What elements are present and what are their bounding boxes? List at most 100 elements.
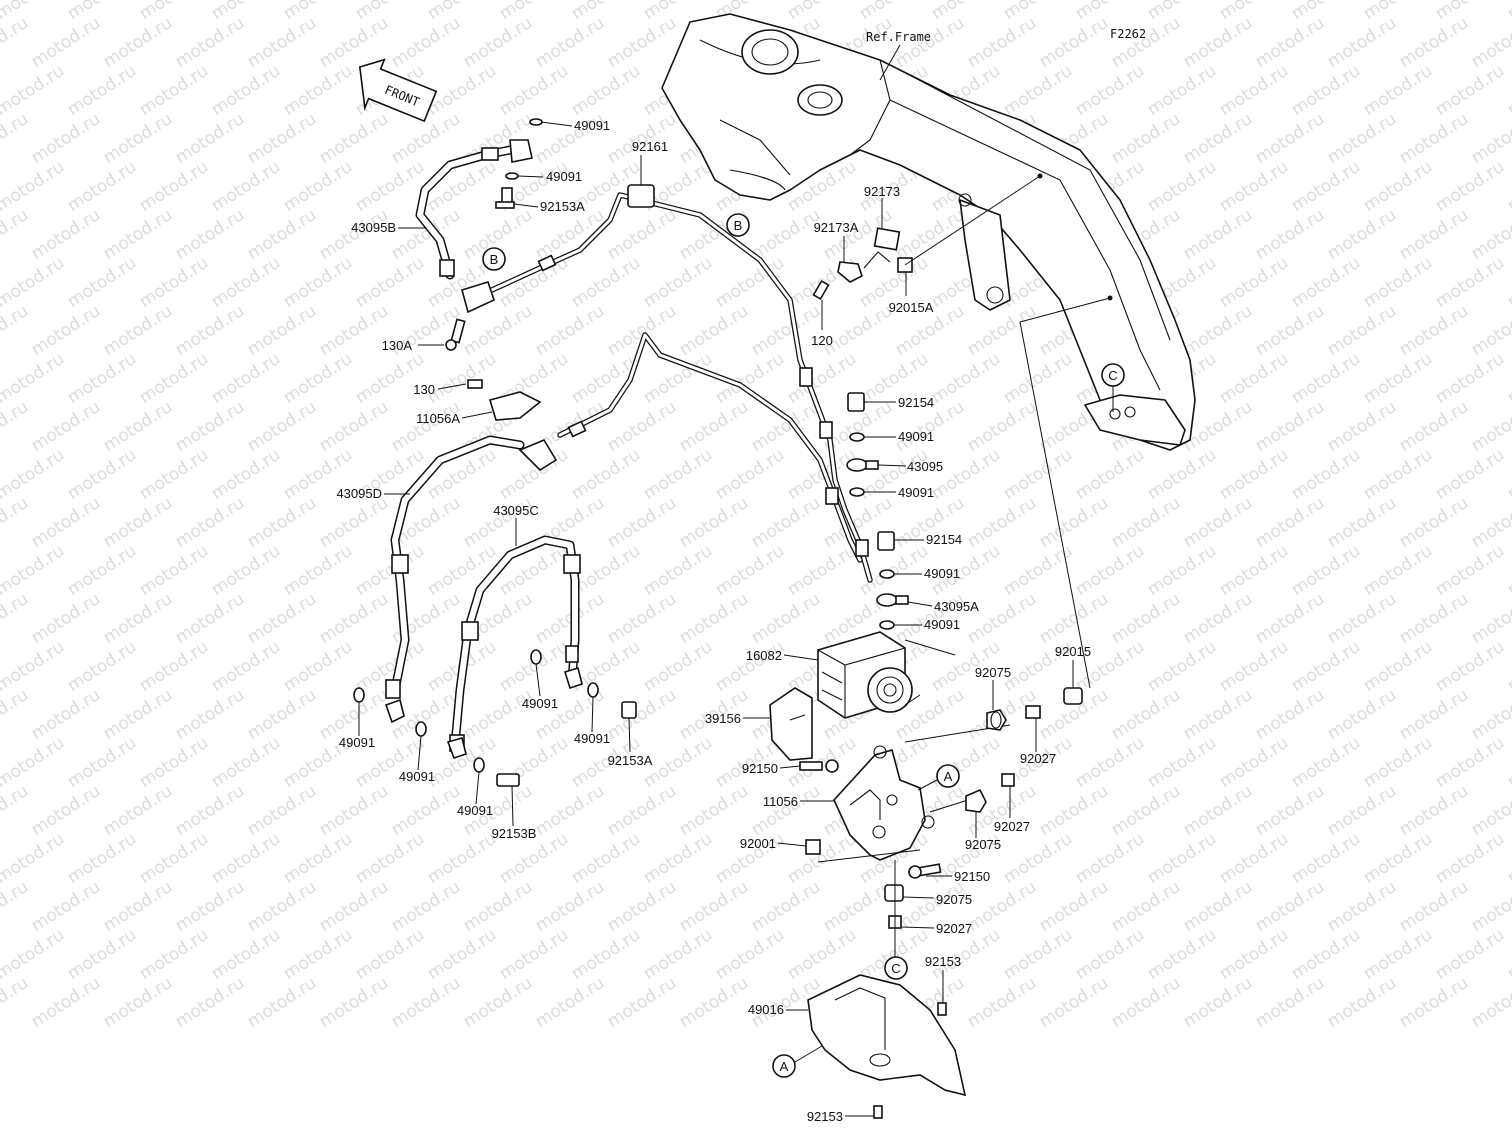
ref-marker-c-frame-label: C <box>1108 368 1117 383</box>
watermark-text: motod.ru <box>136 157 212 216</box>
watermark-text: motod.ru <box>532 13 608 72</box>
watermark-text: motod.ru <box>1360 829 1436 888</box>
watermark-text: motod.ru <box>316 109 392 168</box>
watermark-text: motod.ru <box>1324 397 1400 456</box>
watermark-text: motod.ru <box>1432 0 1508 24</box>
watermark-text: motod.ru <box>1216 349 1292 408</box>
watermark-text: motod.ru <box>0 637 68 696</box>
watermark-text: motod.ru <box>1036 493 1112 552</box>
watermark-text: motod.ru <box>676 493 752 552</box>
watermark-text: motod.ru <box>1324 973 1400 1032</box>
watermark-text: motod.ru <box>172 973 248 1032</box>
watermark-text: motod.ru <box>172 781 248 840</box>
watermark-text: motod.ru <box>1216 829 1292 888</box>
watermark-text: motod.ru <box>64 637 140 696</box>
watermark-text: motod.ru <box>1252 685 1328 744</box>
watermark-text: motod.ru <box>1072 733 1148 792</box>
watermark-text: motod.ru <box>352 253 428 312</box>
watermark-text: motod.ru <box>496 541 572 600</box>
watermark-text: motod.ru <box>1504 349 1512 408</box>
watermark-text: motod.ru <box>1324 205 1400 264</box>
watermark-text: motod.ru <box>460 493 536 552</box>
watermark-text: motod.ru <box>676 301 752 360</box>
watermark-text: motod.ru <box>1108 589 1184 648</box>
watermark-text: motod.ru <box>460 973 536 1032</box>
watermark-text: motod.ru <box>0 349 68 408</box>
watermark-text: motod.ru <box>316 589 392 648</box>
watermark-text: motod.ru <box>568 0 644 24</box>
watermark-text: motod.ru <box>748 589 824 648</box>
watermark-text: motod.ru <box>1468 877 1512 936</box>
part-label-92027-c: 92027 <box>936 921 972 936</box>
watermark-text: motod.ru <box>496 0 572 24</box>
watermark-text: motod.ru <box>1396 781 1472 840</box>
watermark-text: motod.ru <box>1072 541 1148 600</box>
watermark-text: motod.ru <box>280 61 356 120</box>
part-label-92153a-a: 92153A <box>540 199 585 214</box>
watermark-text: motod.ru <box>1504 637 1512 696</box>
watermark-text: motod.ru <box>1144 541 1220 600</box>
watermark-text: motod.ru <box>1108 493 1184 552</box>
watermark-text: motod.ru <box>424 349 500 408</box>
watermark-text: motod.ru <box>172 109 248 168</box>
watermark-text: motod.ru <box>136 61 212 120</box>
watermark-text: motod.ru <box>280 925 356 984</box>
watermark-text: motod.ru <box>604 877 680 936</box>
watermark-text: motod.ru <box>1288 445 1364 504</box>
watermark-text: motod.ru <box>856 0 932 24</box>
watermark-text: motod.ru <box>460 13 536 72</box>
watermark-text: motod.ru <box>64 733 140 792</box>
watermark-text: motod.ru <box>136 445 212 504</box>
watermark-text: motod.ru <box>460 877 536 936</box>
watermark-text: motod.ru <box>1468 589 1512 648</box>
watermark-text: motod.ru <box>0 445 68 504</box>
watermark-text: motod.ru <box>208 829 284 888</box>
watermark-text: motod.ru <box>280 253 356 312</box>
watermark-text: motod.ru <box>316 877 392 936</box>
watermark-text: motod.ru <box>244 973 320 1032</box>
watermark-text: motod.ru <box>964 13 1040 72</box>
watermark-text: motod.ru <box>28 877 104 936</box>
part-label-92173a: 92173A <box>814 220 859 235</box>
watermark-text: motod.ru <box>208 637 284 696</box>
watermark-text: motod.ru <box>136 637 212 696</box>
watermark-text: motod.ru <box>1144 733 1220 792</box>
watermark-text: motod.ru <box>1504 157 1512 216</box>
watermark-text: motod.ru <box>1216 925 1292 984</box>
part-label-130a: 130A <box>382 338 413 353</box>
watermark-text: motod.ru <box>172 205 248 264</box>
watermark-text: motod.ru <box>1252 205 1328 264</box>
front-direction-arrow: FRONT <box>358 58 438 123</box>
watermark-text: motod.ru <box>1396 205 1472 264</box>
part-label-49091-i: 49091 <box>457 803 493 818</box>
watermark-text: motod.ru <box>28 205 104 264</box>
watermark-text: motod.ru <box>1360 445 1436 504</box>
watermark-text: motod.ru <box>1144 157 1220 216</box>
watermark-text: motod.ru <box>1432 61 1508 120</box>
watermark-text: motod.ru <box>352 925 428 984</box>
watermark-text: motod.ru <box>1000 445 1076 504</box>
watermark-text: motod.ru <box>1216 157 1292 216</box>
watermark-text: motod.ru <box>1216 445 1292 504</box>
watermark-text: motod.ru <box>1288 0 1364 24</box>
watermark-text: motod.ru <box>1324 301 1400 360</box>
watermark-text: motod.ru <box>136 925 212 984</box>
watermark-text: motod.ru <box>1504 733 1512 792</box>
watermark-text: motod.ru <box>0 733 68 792</box>
watermark-text: motod.ru <box>136 253 212 312</box>
abs-unit <box>769 631 956 761</box>
watermark-text: motod.ru <box>64 541 140 600</box>
watermark-text: motod.ru <box>1288 925 1364 984</box>
part-label-49091-c: 49091 <box>898 429 934 444</box>
part-label-49091-e: 49091 <box>924 566 960 581</box>
watermark-text: motod.ru <box>136 0 212 24</box>
watermark-text: motod.ru <box>64 349 140 408</box>
watermark-text: motod.ru <box>1504 0 1512 24</box>
watermark-text: motod.ru <box>1180 109 1256 168</box>
watermark-text: motod.ru <box>280 0 356 24</box>
watermark-text: motod.ru <box>568 61 644 120</box>
watermark-text: motod.ru <box>1360 157 1436 216</box>
watermark-text: motod.ru <box>100 13 176 72</box>
watermark-text: motod.ru <box>64 445 140 504</box>
watermark-text: motod.ru <box>1324 685 1400 744</box>
